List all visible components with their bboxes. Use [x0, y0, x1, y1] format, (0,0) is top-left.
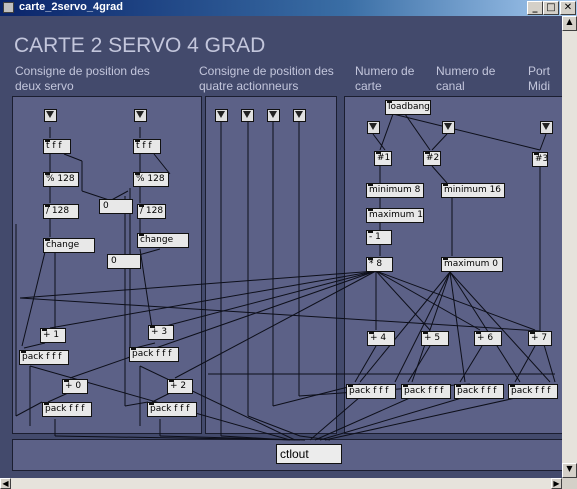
plus4-object[interactable]: + 4	[367, 331, 395, 346]
pack-d-object[interactable]: pack f f f	[147, 402, 197, 417]
maximize-button[interactable]: □	[543, 1, 559, 15]
close-button[interactable]: ✕	[560, 1, 576, 15]
label-actionneurs-line1: Consigne de position des	[199, 64, 334, 78]
scroll-left-button[interactable]: ◀	[0, 478, 11, 489]
pack-a-object[interactable]: pack f f f	[19, 350, 69, 365]
servo2-modulo-object[interactable]: % 128	[133, 172, 169, 187]
servo1-number-box[interactable]: 0	[99, 199, 133, 214]
pack-c-object[interactable]: pack f f f	[42, 402, 92, 417]
actionneur3-toggle[interactable]	[267, 109, 280, 122]
label-canal-line1: Numero de	[436, 64, 496, 78]
title-bar[interactable]: carte_2servo_4grad _ □ ✕	[0, 0, 577, 16]
actionneur2-toggle[interactable]	[241, 109, 254, 122]
pack-f-object[interactable]: pack f f f	[401, 384, 451, 399]
pack-e-object[interactable]: pack f f f	[346, 384, 396, 399]
plus3-object[interactable]: + 3	[148, 325, 174, 340]
patch-canvas[interactable]: CARTE 2 SERVO 4 GRAD Consigne de positio…	[0, 16, 562, 478]
servo1-change-object[interactable]: change	[43, 238, 95, 253]
servo2-trigger-object[interactable]: t f f	[133, 139, 161, 154]
minimize-button[interactable]: _	[527, 1, 543, 15]
vertical-scrollbar[interactable]: ▲ ▼	[562, 16, 577, 478]
minus1-object[interactable]: - 1	[366, 230, 392, 245]
canal-toggle[interactable]	[442, 121, 455, 134]
minimum16-object[interactable]: minimum 16	[441, 183, 505, 198]
servo2-toggle[interactable]	[134, 109, 147, 122]
servo2-number-box[interactable]: 0	[107, 254, 141, 269]
minimum8-object[interactable]: minimum 8	[366, 183, 424, 198]
ctlout-object[interactable]: ctlout	[276, 444, 342, 464]
label-port-line1: Port	[528, 64, 551, 78]
plus7-object[interactable]: + 7	[528, 331, 552, 346]
plus2-object[interactable]: + 2	[167, 379, 193, 394]
horizontal-scrollbar[interactable]: ◀ ▶	[0, 478, 562, 489]
actionneurs-panel	[205, 96, 337, 434]
times8-object[interactable]: * 8	[366, 257, 393, 272]
servo1-trigger-object[interactable]: t f f	[43, 139, 71, 154]
maximum1-object[interactable]: maximum 1	[366, 208, 424, 223]
window-title: carte_2servo_4grad	[19, 1, 123, 13]
pack-b-object[interactable]: pack f f f	[129, 347, 179, 362]
arg3-object[interactable]: #3	[532, 152, 548, 167]
patch-heading: CARTE 2 SERVO 4 GRAD	[14, 34, 266, 57]
label-carte-line2: carte	[355, 79, 382, 93]
servo1-divide-object[interactable]: / 128	[43, 204, 79, 219]
scroll-right-button[interactable]: ▶	[551, 478, 562, 489]
arg1-object[interactable]: #1	[374, 151, 392, 166]
pack-g-object[interactable]: pack f f f	[454, 384, 504, 399]
servo1-toggle[interactable]	[44, 109, 57, 122]
maximum0-object[interactable]: maximum 0	[441, 257, 503, 272]
pack-h-object[interactable]: pack f f f	[508, 384, 558, 399]
label-port-line2: Midi	[528, 79, 551, 93]
plus5-object[interactable]: + 5	[421, 331, 449, 346]
scroll-down-button[interactable]: ▼	[562, 463, 577, 478]
actionneur1-toggle[interactable]	[215, 109, 228, 122]
plus6-object[interactable]: + 6	[474, 331, 502, 346]
patch-cords	[15, 113, 556, 441]
label-canal-line2: canal	[436, 79, 465, 93]
carte-toggle[interactable]	[367, 121, 380, 134]
label-servo-line1: Consigne de position des	[15, 64, 150, 78]
arg2-object[interactable]: #2	[423, 151, 441, 166]
servo1-modulo-object[interactable]: % 128	[43, 172, 79, 187]
port-toggle[interactable]	[540, 121, 553, 134]
scroll-up-button[interactable]: ▲	[562, 16, 577, 31]
plus1-object[interactable]: + 1	[40, 328, 66, 343]
loadbang-object[interactable]: loadbang	[385, 100, 431, 115]
label-carte-line1: Numero de	[355, 64, 415, 78]
servo2-divide-object[interactable]: / 128	[137, 204, 166, 219]
actionneur4-toggle[interactable]	[293, 109, 306, 122]
label-actionneurs-line2: quatre actionneurs	[199, 79, 299, 93]
app-icon	[3, 2, 14, 13]
label-servo-line2: deux servo	[15, 79, 74, 93]
plus0-object[interactable]: + 0	[62, 379, 88, 394]
servo2-change-object[interactable]: change	[137, 233, 189, 248]
